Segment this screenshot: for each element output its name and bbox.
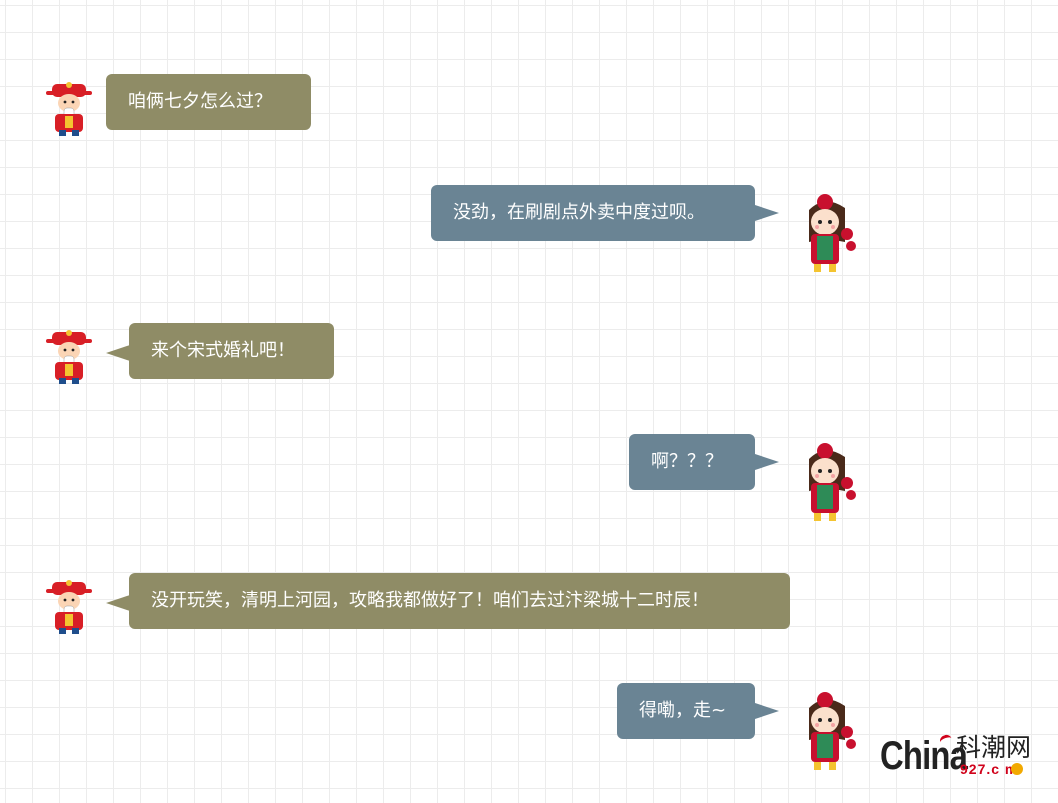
message-bubble-left: 来个宋式婚礼吧！ <box>129 323 334 379</box>
message-row-left: 咱俩七夕怎么过？ <box>0 0 1058 160</box>
girl-with-red-flowers-avatar-icon <box>809 194 856 272</box>
god-of-wealth-avatar-icon <box>46 580 92 634</box>
message-text: 啊？？？ <box>651 451 723 472</box>
logo-cjk-text: 科潮网 <box>956 733 1032 762</box>
bubble-tail <box>755 454 779 470</box>
watermark-logo: China 科潮网 927.c m <box>880 733 1045 783</box>
bubble-tail <box>755 205 779 221</box>
logo-number-text: 927.c m <box>960 761 1019 777</box>
girl-with-red-flowers-avatar-icon <box>809 443 856 521</box>
logo-latin-text: China <box>880 734 968 778</box>
message-bubble-left: 没开玩笑，清明上河园，攻略我都做好了！咱们去过汴梁城十二时辰！ <box>129 573 790 629</box>
message-text: 没开玩笑，清明上河园，攻略我都做好了！咱们去过汴梁城十二时辰！ <box>151 590 709 611</box>
message-row-left: 没开玩笑，清明上河园，攻略我都做好了！咱们去过汴梁城十二时辰！ <box>46 573 790 634</box>
god-of-wealth-avatar-icon <box>46 330 92 384</box>
message-bubble-right: 啊？？？ <box>629 434 755 490</box>
bubble-tail <box>106 595 130 611</box>
god-of-wealth-avatar-icon <box>46 82 92 136</box>
message-row-right: 啊？？？ <box>629 434 856 521</box>
message-text: 没劲，在刷剧点外卖中度过呗。 <box>453 202 705 223</box>
message-row-left: 来个宋式婚礼吧！ <box>0 0 1058 400</box>
message-text: 咱俩七夕怎么过？ <box>128 91 272 112</box>
logo-dot-icon <box>1011 763 1023 775</box>
bubble-tail <box>755 703 779 719</box>
bubble-tail <box>106 345 130 361</box>
message-text: 来个宋式婚礼吧！ <box>151 340 295 361</box>
message-text: 得嘞，走~ <box>639 700 727 721</box>
message-bubble-right: 得嘞，走~ <box>617 683 755 739</box>
message-row-right: 没劲，在刷剧点外卖中度过呗。 <box>0 0 1058 290</box>
message-bubble-left: 咱俩七夕怎么过？ <box>106 74 311 130</box>
girl-with-red-flowers-avatar-icon <box>809 692 856 770</box>
message-bubble-right: 没劲，在刷剧点外卖中度过呗。 <box>431 185 755 241</box>
